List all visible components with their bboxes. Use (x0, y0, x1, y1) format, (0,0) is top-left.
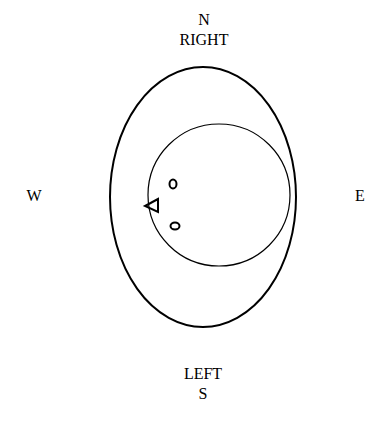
compass-label: LEFT (184, 366, 222, 382)
compass-label: S (199, 386, 208, 402)
compass-label: E (355, 188, 365, 204)
beak-mark (145, 199, 158, 212)
eye-mark (171, 223, 180, 230)
compass-label: N (198, 12, 210, 28)
compass-label: W (26, 188, 41, 204)
eye-mark (170, 180, 177, 189)
yolk-circle (148, 124, 290, 266)
compass-label: RIGHT (180, 32, 229, 48)
egg-outline (110, 67, 296, 327)
